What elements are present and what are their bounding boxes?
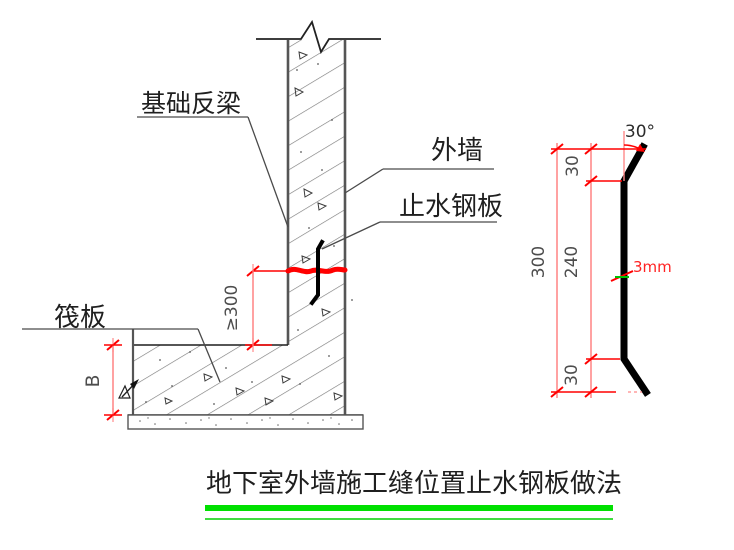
cushion-stipple — [139, 417, 353, 426]
wall-raft-section — [118, 19, 381, 430]
cushion-layer — [127, 414, 364, 430]
waterstop-plate-profile — [620, 142, 651, 397]
construction-joint-red-line — [285, 266, 348, 275]
raft-thickness-dimension: B — [82, 374, 104, 387]
bend-angle-dimension: 30° — [625, 122, 655, 142]
foundation-beam-label: 基础反梁 — [141, 89, 241, 118]
break-line-symbol — [256, 19, 381, 55]
section-dimensions: ≥300 B — [82, 264, 288, 422]
plate-detail: 30° 300 240 30 30 3mm — [529, 122, 672, 398]
plate-thickness-dimension: 3mm — [633, 258, 672, 276]
drawing-title: 地下室外墙施工缝位置止水钢板做法 — [206, 469, 622, 499]
waterstop-plate-in-wall — [309, 239, 325, 306]
exterior-wall-label: 外墙 — [431, 136, 483, 166]
concrete-aggregate-texture — [164, 51, 344, 406]
concrete-hatch-region — [133, 40, 345, 415]
overall-height-dimension: 300 — [529, 246, 549, 278]
concrete-dots — [145, 63, 353, 405]
middle-segment-dimension: 240 — [562, 246, 582, 278]
leader-labels: 基础反梁 外墙 止水钢板 筏板 — [22, 89, 503, 383]
bottom-leg-dimension: 30 — [562, 364, 582, 386]
title-underline-thick — [205, 505, 613, 511]
drawing-title-block: 地下室外墙施工缝位置止水钢板做法 — [205, 469, 622, 520]
joint-height-dimension: ≥300 — [222, 285, 242, 332]
raft-slab-label: 筏板 — [54, 303, 106, 333]
top-leg-dimension: 30 — [563, 155, 583, 177]
raft-edge-arrow-symbol — [118, 379, 139, 399]
waterstop-plate-label: 止水钢板 — [399, 192, 503, 222]
